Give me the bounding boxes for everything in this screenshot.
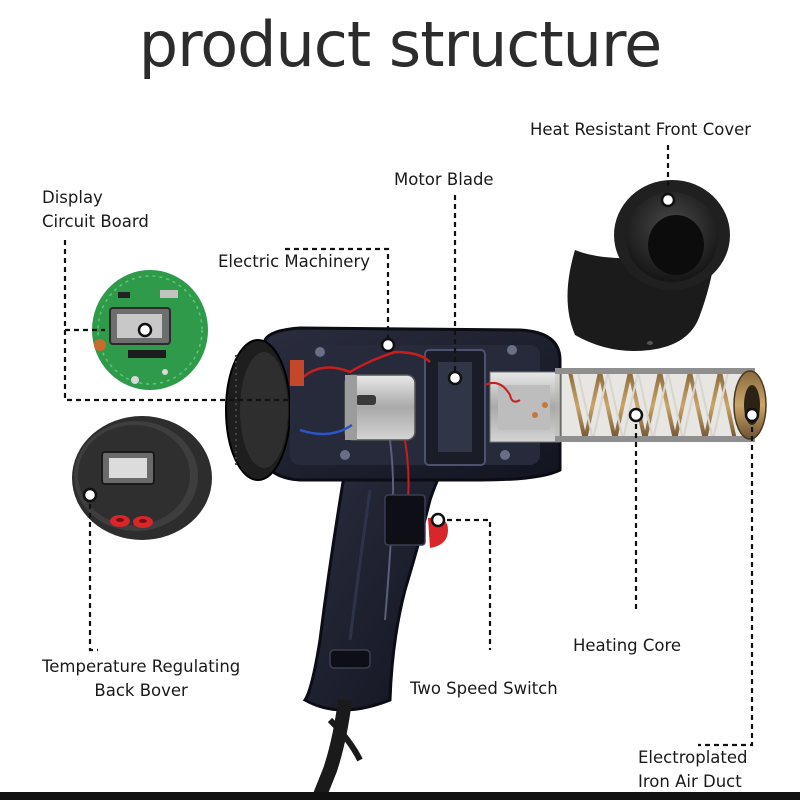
bottom-border [0,792,800,800]
leader-lines [63,145,754,747]
label-back-cover-line1: Temperature Regulating [42,657,241,676]
heat-resistant-front-cover [567,180,730,351]
label-temperature-regulating-back-cover: Temperature Regulating Back Bover [42,655,240,703]
label-air-duct-line1: Electroplated [638,748,748,767]
label-display-circuit-board: Display Circuit Board [42,186,149,234]
label-two-speed-switch: Two Speed Switch [410,679,558,698]
label-display-line1: Display [42,188,103,207]
label-heating-core: Heating Core [573,636,682,655]
page-title: product structure [138,8,663,81]
label-back-cover-line2: Back Bover [94,681,188,700]
leader-dots [82,192,760,528]
label-electroplated-iron-air-duct: Electroplated Iron Air Duct [638,746,747,794]
heat-gun-body [225,326,562,800]
electroplated-iron-air-duct [733,370,767,440]
temperature-regulating-back-cover [72,416,212,540]
heating-core [555,368,755,442]
label-electric-machinery: Electric Machinery [218,252,371,271]
label-air-duct-line2: Iron Air Duct [638,772,742,791]
label-heat-resistant-front-cover: Heat Resistant Front Cover [530,120,752,139]
label-display-line2: Circuit Board [42,212,149,231]
label-motor-blade: Motor Blade [394,170,494,189]
